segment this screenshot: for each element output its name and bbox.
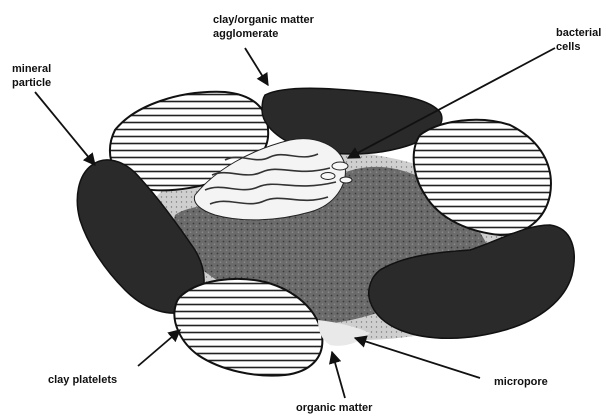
label-organic-matter: organic matter (296, 402, 372, 415)
arrow-organic-matter (332, 352, 345, 398)
label-mineral-line2: particle (12, 77, 51, 90)
arrow-clay-platelets (138, 330, 180, 366)
label-clay-organic-line2: agglomerate (213, 28, 278, 41)
label-clay-organic-line1: clay/organic matter (213, 14, 314, 27)
label-micropore: micropore (494, 376, 548, 389)
label-mineral-line1: mineral (12, 63, 51, 76)
arrow-mineral (35, 92, 95, 165)
arrow-micropore (355, 338, 480, 378)
label-bacterial-line2: cells (556, 41, 580, 54)
label-clay-platelets: clay platelets (48, 374, 117, 387)
label-bacterial-line1: bacterial (556, 27, 601, 40)
arrow-clay-organic (245, 48, 268, 85)
